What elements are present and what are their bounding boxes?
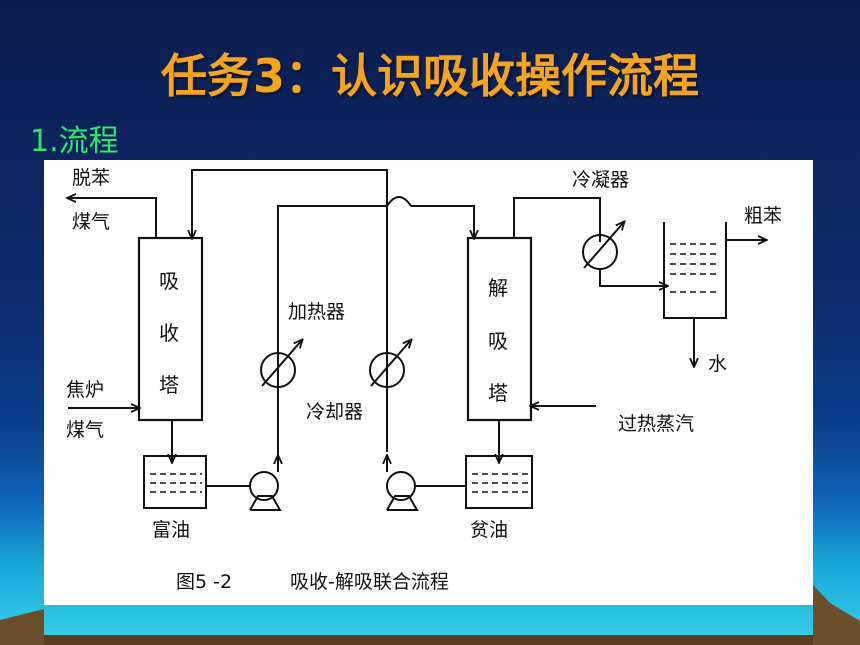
- stripper-overhead-line: [513, 197, 601, 242]
- lean-oil-label: 贫油: [470, 519, 508, 541]
- lean-oil-feed-line: [192, 169, 388, 452]
- lean-oil-tank: [465, 455, 533, 509]
- lean-oil-return-line: [387, 188, 400, 452]
- cooler-arrow: [370, 340, 411, 387]
- rich-oil-to-stripper-line: [411, 205, 474, 238]
- coke-oven-gas-label-1: 焦炉: [66, 379, 104, 401]
- figure-caption: 吸收-解吸联合流程: [290, 571, 449, 593]
- figure-number: 图5 -2: [176, 571, 232, 593]
- slide-title: 任务3：认识吸收操作流程: [160, 49, 699, 103]
- mountain-left: [0, 609, 44, 645]
- separator-liquid-level: [670, 243, 720, 293]
- crude-benzene-label: 粗苯: [744, 205, 782, 227]
- cooler-label: 冷却器: [306, 401, 363, 423]
- condenser-label: 冷凝器: [572, 169, 629, 191]
- coke-oven-gas-label-2: 煤气: [66, 419, 104, 441]
- superheated-steam-label: 过热蒸汽: [618, 413, 694, 435]
- debenzolized-gas-line: [68, 198, 157, 238]
- debenzolized-gas-label-1: 脱苯: [72, 167, 110, 189]
- heater-arrow: [261, 340, 302, 387]
- absorption-tower: [137, 236, 204, 422]
- condenser-arrow: [583, 222, 624, 269]
- absorber-char-3: 塔: [159, 373, 179, 397]
- rich-oil-level: [150, 473, 202, 493]
- rich-oil-pump-base: [249, 495, 282, 511]
- heater-label: 加热器: [288, 301, 345, 323]
- cooler-icon: [369, 352, 405, 388]
- heater-icon: [260, 352, 296, 388]
- rich-oil-pump-icon: [249, 471, 279, 501]
- absorber-char-2: 收: [159, 321, 179, 345]
- mountain-base: [44, 635, 813, 645]
- water-label: 水: [708, 353, 727, 375]
- pipe-crossover: [386, 196, 412, 207]
- rich-oil-feed-line: [277, 205, 387, 472]
- stripper-char-2: 吸: [488, 329, 508, 353]
- mountain-right: [813, 585, 860, 645]
- separator-tank: [663, 222, 727, 319]
- stripper-char-3: 塔: [488, 381, 508, 405]
- process-flow-diagram: 吸 收 塔 解 吸 塔 脱苯 煤气 焦炉 煤气 加热器 冷却器: [44, 160, 813, 605]
- absorber-char-1: 吸: [159, 269, 179, 293]
- debenzolized-gas-label-2: 煤气: [72, 211, 110, 233]
- lean-oil-level: [472, 473, 528, 493]
- condensate-line: [599, 269, 667, 286]
- mountain-decoration: [0, 585, 860, 645]
- rich-oil-label: 富油: [152, 519, 190, 541]
- stripper-char-1: 解: [488, 276, 508, 300]
- section-heading: 1.流程: [30, 124, 119, 159]
- rich-oil-tank: [143, 455, 207, 509]
- lean-oil-pump-base: [386, 495, 419, 511]
